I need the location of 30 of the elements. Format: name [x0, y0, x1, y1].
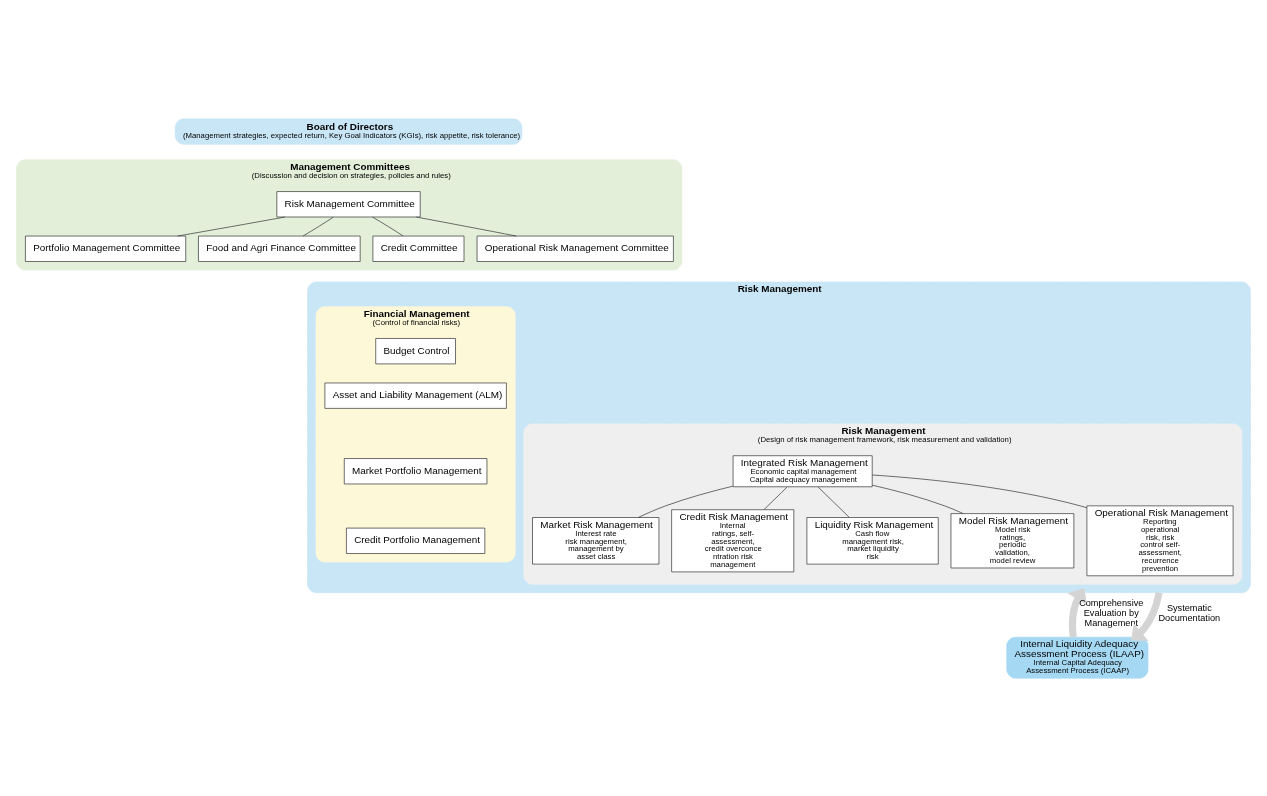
node-box: Operational Risk Management Reporting operational risk, risk control self-assessment, recurrence prevention: [1086, 505, 1234, 576]
node-box: Market Portfolio Management: [343, 457, 488, 484]
node-box: Credit Risk Management Internal ratings, self-assessment, credit overconcentration risk management: [671, 508, 795, 572]
arrow: [1131, 591, 1163, 641]
node-box: Liquidity Risk Management Cash flow management risk, market liquidity risk: [806, 516, 939, 564]
connector: [638, 485, 734, 518]
node-box: Asset and Liability Management (ALM): [324, 382, 507, 409]
connector: [817, 486, 850, 518]
node-box: Operational Risk Management Committee: [476, 235, 674, 262]
node-box: Internal Liquidity Adequacy Assessment Process (ILAAP) Internal Capital Adequacy Assessment Process (ICAAP): [1006, 636, 1149, 679]
connector: [177, 216, 286, 236]
connector: [763, 486, 788, 510]
connector: [372, 216, 404, 236]
node-box: Risk Management Committee: [276, 190, 421, 217]
edge-label: Comprehensive Evaluation by Management: [1079, 597, 1144, 627]
node-box: Integrated Risk Management Economic capital management Capital adequacy management: [732, 454, 873, 487]
connector: [302, 216, 334, 236]
node-box: Credit Portfolio Management: [346, 527, 486, 554]
edge-label: Systematic Documentation: [1158, 602, 1221, 623]
node-box: Food and Agri Finance Committee: [198, 235, 361, 262]
node-box: Credit Committee: [372, 235, 465, 262]
node-box: Board of Directors (Management strategies, expected return, Key Goal Indicators (KGIs), risk appetite, risk tolerance): [174, 117, 523, 145]
connector: [872, 474, 1088, 508]
node-box: Budget Control: [375, 337, 456, 364]
arrow: [1067, 587, 1088, 637]
node-box: Portfolio Management Committee: [25, 235, 187, 262]
node-box: Market Risk Management Interest rate risk management, management by asset class: [532, 516, 660, 564]
node-box: Model Risk Management Model risk ratings, periodic validation, model review: [950, 512, 1075, 568]
connector: [872, 484, 964, 514]
connector: [415, 216, 517, 236]
